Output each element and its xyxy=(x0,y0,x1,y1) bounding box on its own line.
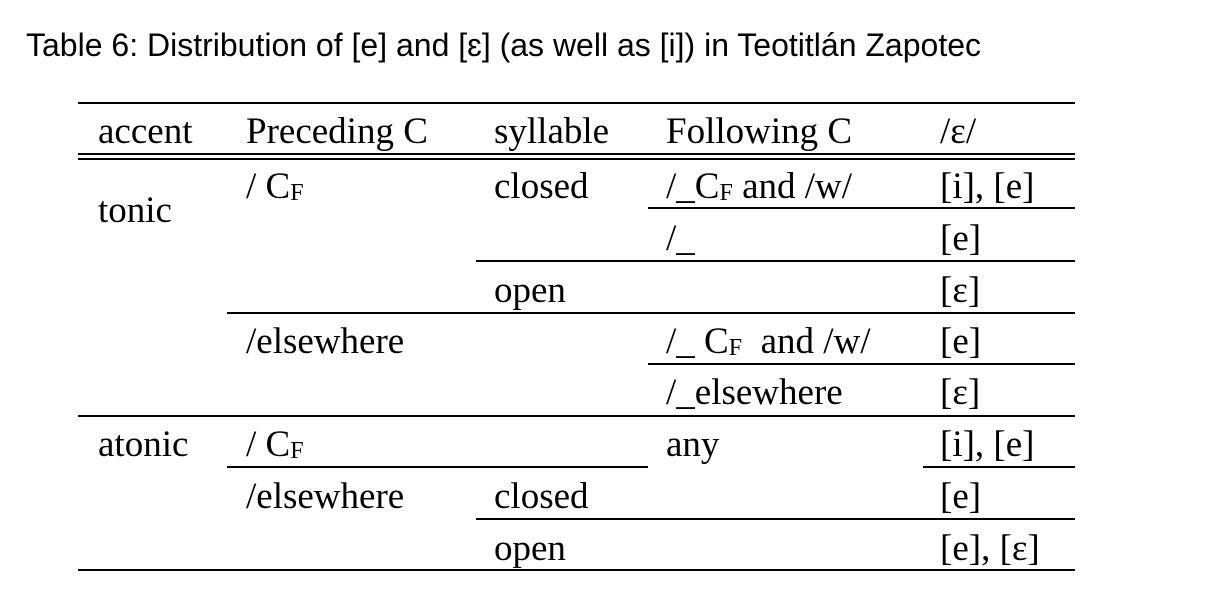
cell-syllable-closed: closed xyxy=(494,166,589,207)
row-rule xyxy=(227,466,648,468)
cell-preceding-elsewhere: /elsewhere xyxy=(246,321,405,362)
cell-text: / C xyxy=(246,166,291,207)
cell-preceding-elsewhere: /elsewhere xyxy=(246,476,405,517)
cell-syllable-open: open xyxy=(494,270,566,311)
cell-following-any: any xyxy=(666,424,720,465)
cell-text: /_ C xyxy=(666,321,729,362)
cell-result: [e] xyxy=(940,476,982,517)
row-rule xyxy=(227,312,1075,314)
cell-text: and /w/ xyxy=(732,166,853,207)
cell-atonic: atonic xyxy=(98,424,189,465)
row-rule xyxy=(476,260,1075,262)
cell-text: and /w/ xyxy=(742,321,871,362)
table-caption: Table 6: Distribution of [e] and [ɛ] (as… xyxy=(26,27,981,63)
header-syllable: syllable xyxy=(494,111,610,152)
header-following-c: Following C xyxy=(666,111,853,152)
section-rule xyxy=(78,415,1075,417)
header-rule-2 xyxy=(78,158,1075,160)
row-rule xyxy=(648,363,1075,365)
row-rule xyxy=(648,207,1075,209)
header-accent: accent xyxy=(98,111,193,152)
cell-following: /_ CF and /w/ xyxy=(666,323,871,360)
cell-result: [ɛ] xyxy=(940,270,981,311)
cell-following: /_ xyxy=(666,218,695,259)
cell-syllable-closed: closed xyxy=(494,476,589,517)
cell-text: / C xyxy=(246,424,291,465)
header-preceding-c: Preceding C xyxy=(246,111,428,152)
cell-result: [ɛ] xyxy=(940,372,981,413)
cell-tonic: tonic xyxy=(98,190,172,231)
cell-result: [e], [ɛ] xyxy=(940,528,1040,569)
cell-result: [e] xyxy=(940,321,982,362)
cell-result: [i], [e] xyxy=(940,166,1035,207)
subscript: F xyxy=(290,180,304,206)
subscript: F xyxy=(728,335,743,361)
top-rule xyxy=(78,102,1075,104)
bottom-rule xyxy=(78,569,1075,571)
row-rule xyxy=(476,518,1075,520)
cell-result: [e] xyxy=(940,218,982,259)
row-rule xyxy=(923,466,1075,468)
cell-text: /_C xyxy=(666,166,720,207)
cell-preceding-cf: / CF xyxy=(246,168,304,205)
cell-preceding-cf: / CF xyxy=(246,426,304,463)
cell-result: [i], [e] xyxy=(940,424,1035,465)
header-rule xyxy=(78,153,1075,155)
cell-following: /_elsewhere xyxy=(666,372,843,413)
subscript: F xyxy=(290,438,304,464)
cell-following: /_CF and /w/ xyxy=(666,168,852,205)
header-epsilon: /ɛ/ xyxy=(940,111,977,152)
cell-syllable-open: open xyxy=(494,528,566,569)
subscript: F xyxy=(719,180,733,206)
